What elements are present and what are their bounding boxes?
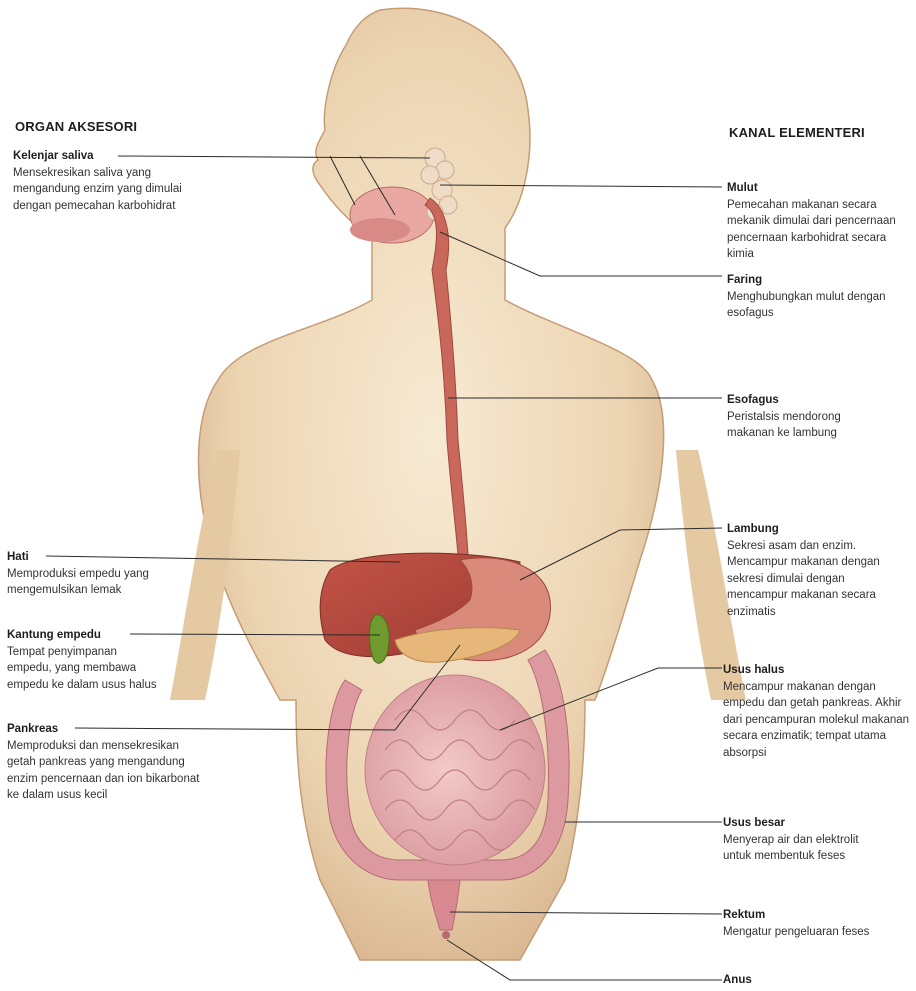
- label-desc: Menghubungkan mulut dengan esofagus: [727, 289, 913, 322]
- label-title: Mulut: [727, 180, 913, 197]
- label-title: Hati: [7, 549, 187, 566]
- label-title: Kantung empedu: [7, 627, 157, 644]
- label-desc: Peristalsis mendorong makanan ke lambung: [727, 409, 877, 442]
- mouth-region: [350, 187, 434, 243]
- label-title: Esofagus: [727, 392, 877, 409]
- label-kelenjar-saliva: Kelenjar saliva Mensekresikan saliva yan…: [13, 148, 213, 214]
- label-faring: Faring Menghubungkan mulut dengan esofag…: [727, 272, 913, 322]
- label-desc: Memproduksi dan mensekresikan getah pank…: [7, 738, 207, 804]
- label-hati: Hati Memproduksi empedu yang mengemulsik…: [7, 549, 187, 599]
- label-desc: Sekresi asam dan enzim. Mencampur makana…: [727, 538, 899, 621]
- small-intestine: [365, 675, 545, 865]
- label-kantung-empedu: Kantung empedu Tempat penyimpanan empedu…: [7, 627, 157, 693]
- label-desc: Mensekresikan saliva yang mengandung enz…: [13, 165, 213, 215]
- label-rektum: Rektum Mengatur pengeluaran feses: [723, 907, 903, 940]
- label-lambung: Lambung Sekresi asam dan enzim. Mencampu…: [727, 521, 899, 620]
- label-esofagus: Esofagus Peristalsis mendorong makanan k…: [727, 392, 877, 442]
- label-usus-besar: Usus besar Menyerap air dan elektrolit u…: [723, 815, 883, 865]
- label-title: Kelenjar saliva: [13, 148, 213, 165]
- anus: [442, 931, 450, 939]
- label-desc: Mencampur makanan dengan empedu dan geta…: [723, 679, 913, 762]
- heading-organ-aksesori: ORGAN AKSESORI: [15, 119, 137, 134]
- label-title: Rektum: [723, 907, 903, 924]
- label-pankreas: Pankreas Memproduksi dan mensekresikan g…: [7, 721, 207, 804]
- label-usus-halus: Usus halus Mencampur makanan dengan empe…: [723, 662, 913, 761]
- label-title: Usus halus: [723, 662, 913, 679]
- label-anus: Anus: [723, 972, 843, 989]
- label-desc: Menyerap air dan elektrolit untuk memben…: [723, 832, 883, 865]
- heading-kanal-elementeri: KANAL ELEMENTERI: [729, 125, 865, 140]
- label-title: Anus: [723, 972, 843, 989]
- label-title: Pankreas: [7, 721, 207, 738]
- label-mulut: Mulut Pemecahan makanan secara mekanik d…: [727, 180, 913, 263]
- label-title: Faring: [727, 272, 913, 289]
- label-desc: Tempat penyimpanan empedu, yang membawa …: [7, 644, 157, 694]
- label-title: Lambung: [727, 521, 899, 538]
- label-desc: Pemecahan makanan secara mekanik dimulai…: [727, 197, 913, 263]
- label-desc: Mengatur pengeluaran feses: [723, 924, 903, 941]
- gallbladder: [369, 615, 389, 664]
- label-desc: Memproduksi empedu yang mengemulsikan le…: [7, 566, 187, 599]
- label-title: Usus besar: [723, 815, 883, 832]
